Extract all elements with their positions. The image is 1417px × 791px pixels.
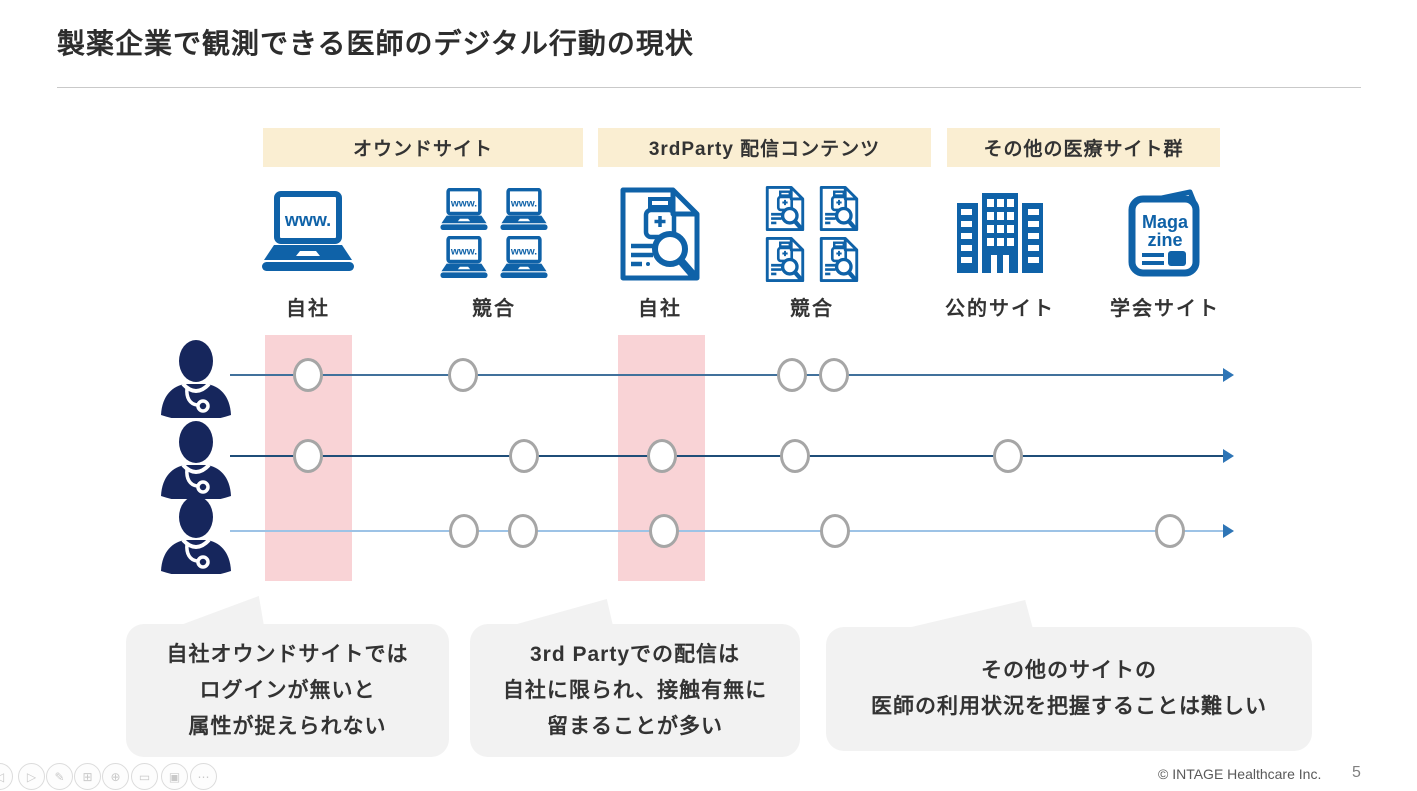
previous-icon[interactable]: ◁ <box>0 763 13 790</box>
touchpoint-circle <box>777 358 807 392</box>
source-competitor-3rdparty-content: 競合 <box>747 182 877 321</box>
source-public-sites: 公的サイト <box>925 182 1075 321</box>
laptop-screen-text: www. <box>450 198 477 209</box>
arrowhead-icon <box>1223 368 1234 382</box>
source-label: 自社 <box>638 298 682 320</box>
laptop-screen-text: www. <box>284 210 331 230</box>
magazine-title-line1: Maga <box>1142 212 1189 232</box>
magazine-title-line2: zine <box>1147 230 1182 250</box>
pen-icon[interactable]: ✎ <box>46 763 73 790</box>
touchpoint-circle <box>293 358 323 392</box>
category-header-label: その他の医療サイト群 <box>983 139 1184 160</box>
category-header-label: オウンドサイト <box>352 139 493 160</box>
touchpoint-circle <box>449 514 479 548</box>
laptop-screen-text: www. <box>510 246 537 257</box>
more-options-icon[interactable]: ⋯ <box>190 763 217 790</box>
timeline-line <box>230 374 1224 376</box>
callout-tail <box>178 596 264 626</box>
touchpoint-circle <box>509 439 539 473</box>
zoom-icon[interactable]: ⊕ <box>102 763 129 790</box>
play-icon[interactable]: ▷ <box>18 763 45 790</box>
source-academic-society-sites: Maga zine 学会サイト <box>1090 182 1240 321</box>
category-header-other-medical-sites: その他の医療サイト群 <box>947 128 1220 167</box>
touchpoint-circle <box>508 514 538 548</box>
callout-tail <box>903 600 1033 629</box>
source-own-3rdparty-content: 自社 <box>595 182 725 321</box>
page-title: 製薬企業で観測できる医師のデジタル行動の現状 <box>57 28 694 59</box>
touchpoint-circle <box>780 439 810 473</box>
touchpoint-circle <box>819 358 849 392</box>
callout-text-line: 留まることが多い <box>547 714 723 738</box>
category-header-owned-site: オウンドサイト <box>263 128 583 167</box>
touchpoint-circle <box>448 358 478 392</box>
callout-owned-site: 自社オウンドサイトでは ログインが無いと 属性が捉えられない <box>126 624 449 757</box>
laptop-grid-icon: www. www. www. www. <box>424 182 564 286</box>
timeline-line <box>230 530 1224 532</box>
callout-text-line: 自社に限られ、接触有無に <box>502 678 768 702</box>
laptop-screen-text: www. <box>510 198 537 209</box>
arrowhead-icon <box>1223 524 1234 538</box>
drug-document-search-icon <box>595 182 725 286</box>
callout-tail <box>510 599 613 626</box>
callout-other-sites: その他のサイトの 医師の利用状況を把握することは難しい <box>826 627 1312 751</box>
category-header-label: 3rdParty 配信コンテンツ <box>648 139 881 160</box>
doctor-icon <box>157 338 235 423</box>
laptop-screen-text: www. <box>450 246 477 257</box>
source-competitor-sites: www. www. www. www. 競合 <box>424 182 564 321</box>
source-label: 競合 <box>472 298 516 320</box>
callout-text-line: その他のサイトの <box>981 659 1157 682</box>
callout-text-line: 自社オウンドサイトでは <box>166 642 409 666</box>
doctor-icon <box>157 494 235 579</box>
arrowhead-icon <box>1223 449 1234 463</box>
laptop-www-icon: www. <box>248 182 368 286</box>
touchpoint-circle <box>647 439 677 473</box>
all-slides-icon[interactable]: ⊞ <box>74 763 101 790</box>
subtitles-icon[interactable]: ▭ <box>131 763 158 790</box>
callout-text-line: 3rd Partyでの配信は <box>529 642 741 666</box>
touchpoint-circle <box>820 514 850 548</box>
building-icon <box>925 182 1075 286</box>
magazine-icon: Maga zine <box>1090 182 1240 286</box>
source-label: 公的サイト <box>945 298 1055 320</box>
camera-icon[interactable]: ▣ <box>161 763 188 790</box>
callout-3rdparty: 3rd Partyでの配信は 自社に限られ、接触有無に 留まることが多い <box>470 624 800 757</box>
category-header-3rdparty: 3rdParty 配信コンテンツ <box>598 128 931 167</box>
source-label: 自社 <box>286 298 330 320</box>
callout-text-line: 属性が捉えられない <box>188 714 387 738</box>
footer-copyright: © INTAGE Healthcare Inc. <box>1158 766 1322 782</box>
touchpoint-circle <box>1155 514 1185 548</box>
doctor-icon <box>157 419 235 504</box>
touchpoint-circle <box>293 439 323 473</box>
touchpoint-circle <box>993 439 1023 473</box>
drug-document-grid-icon <box>747 182 877 286</box>
callout-text-line: ログインが無いと <box>199 678 376 702</box>
source-label: 学会サイト <box>1110 298 1220 320</box>
timeline-line <box>230 455 1224 457</box>
source-own-site: www. 自社 <box>248 182 368 321</box>
page-number: 5 <box>1352 764 1361 781</box>
touchpoint-circle <box>649 514 679 548</box>
title-divider <box>57 87 1361 88</box>
source-label: 競合 <box>790 298 834 320</box>
callout-text-line: 医師の利用状況を把握することは難しい <box>871 695 1267 718</box>
